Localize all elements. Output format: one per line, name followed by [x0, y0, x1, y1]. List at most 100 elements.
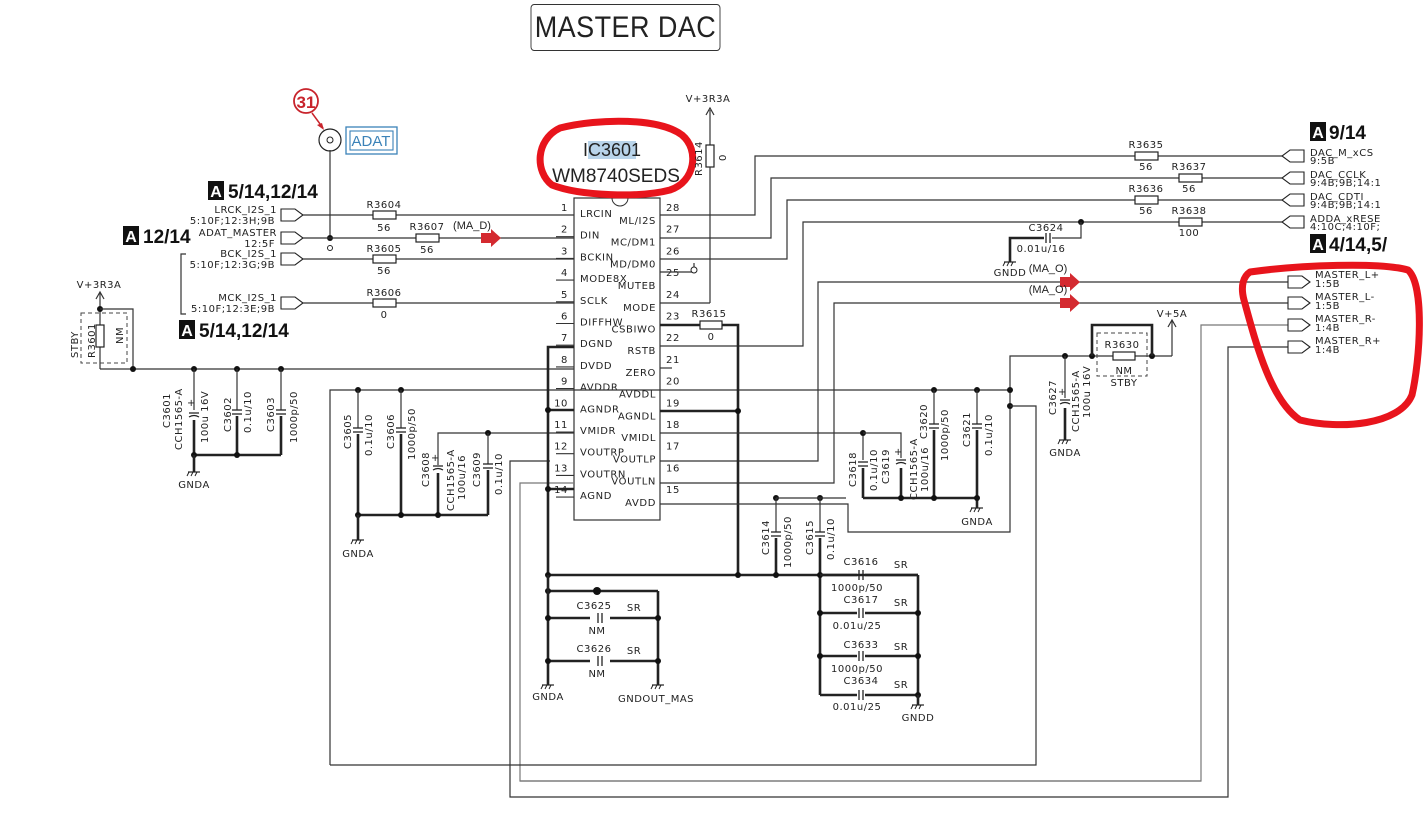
- ic-pin-name: BCKIN: [580, 252, 614, 263]
- svg-text:C3608: C3608: [421, 452, 432, 487]
- svg-text:1000p/50: 1000p/50: [831, 583, 883, 594]
- resistor-r3605[interactable]: R3605 56: [367, 244, 402, 277]
- svg-text:5/14,12/14: 5/14,12/14: [228, 182, 318, 203]
- resistor-r3606[interactable]: R3606 0: [367, 288, 402, 321]
- port-master-l-plus[interactable]: MASTER_L+ 1:5B: [1287, 270, 1380, 290]
- capacitor-c3608[interactable]: + C3608 CCH1565-A 100u/16: [421, 449, 468, 511]
- svg-text:C3603: C3603: [266, 397, 277, 432]
- capacitor-c3626[interactable]: C3626 NM SR: [577, 644, 642, 680]
- svg-text:56: 56: [1139, 206, 1153, 217]
- svg-text:C3627: C3627: [1048, 380, 1059, 415]
- resistor-r3607[interactable]: R3607 56: [410, 222, 445, 256]
- ic-pin-number: 25: [666, 268, 680, 279]
- ic-pin-number: 6: [561, 312, 568, 323]
- port-dac-cclk[interactable]: DAC_CCLK 9:4B;9B;14:1: [1281, 170, 1381, 189]
- ic-pin-name: VOUTRN: [580, 469, 626, 480]
- sheet-ref-left-mid[interactable]: A 12/14: [123, 226, 191, 248]
- signal-tag-ma-o-1: (MA_O): [1029, 263, 1080, 291]
- capacitor-c3603[interactable]: C3603 1000p/50: [266, 391, 300, 443]
- svg-text:+: +: [1058, 387, 1067, 398]
- svg-text:C3605: C3605: [343, 414, 354, 449]
- adat-label-box: [345, 126, 398, 155]
- power-gnda-1: GNDA: [178, 480, 210, 491]
- port-master-l-minus[interactable]: MASTER_L- 1:5B: [1287, 292, 1375, 312]
- sheet-ref-right-mid[interactable]: A 4/14,5/: [1310, 234, 1388, 256]
- ic-pin-number: 5: [561, 290, 568, 301]
- capacitor-c3616[interactable]: C3616 1000p/50 SR: [820, 557, 918, 594]
- port-dac-cdti[interactable]: DAC_CDTI 9:4B;9B;14:1: [1281, 192, 1381, 211]
- capacitor-c3606[interactable]: C3606 1000p/50: [386, 408, 418, 460]
- svg-text:0.1u/10: 0.1u/10: [869, 449, 880, 491]
- ic-pin-name: ZERO: [626, 368, 656, 379]
- resistor-r3638[interactable]: R3638 100: [1172, 206, 1207, 239]
- ic-pin-number: 12: [554, 442, 568, 453]
- capacitor-c3602[interactable]: C3602 0.1u/10: [223, 391, 254, 433]
- svg-text:C3626: C3626: [577, 644, 612, 655]
- svg-text:STBY: STBY: [70, 331, 81, 358]
- sheet-ref-left-top[interactable]: A 5/14,12/14: [208, 181, 318, 203]
- resistor-r3637[interactable]: R3637 56: [1172, 162, 1207, 195]
- port-dac-m-xcs[interactable]: DAC_M_xCS 9:5B: [1281, 148, 1374, 167]
- capacitor-c3614[interactable]: C3614 1000p/50: [761, 516, 794, 568]
- svg-text:12/14: 12/14: [143, 227, 191, 248]
- svg-text:5:10F;12:3H;9B: 5:10F;12:3H;9B: [190, 216, 275, 227]
- port-adat-master[interactable]: ADAT_MASTER 12:5F: [199, 228, 304, 250]
- svg-text:C3616: C3616: [844, 557, 879, 568]
- resistor-r3636[interactable]: R3636 56: [1129, 184, 1164, 217]
- capacitor-c3621[interactable]: C3621 0.1u/10: [962, 412, 995, 456]
- capacitor-c3627[interactable]: + C3627 CCH1565-A 100u 16V: [1048, 366, 1093, 432]
- svg-text:+: +: [431, 453, 440, 464]
- capacitor-c3619[interactable]: + 0.1u/10 C3619 CCH1565-A 100u/16: [869, 438, 931, 500]
- sheet-ref-left-bottom[interactable]: A 5/14,12/14: [179, 320, 289, 342]
- capacitor-c3624[interactable]: C3624 0.01u/16: [1017, 223, 1066, 255]
- capacitor-c3618[interactable]: C3618: [848, 452, 869, 487]
- svg-text:1:4B: 1:4B: [1315, 323, 1340, 334]
- svg-text:BCK_I2S_1: BCK_I2S_1: [220, 249, 277, 260]
- resistor-r3635[interactable]: R3635 56: [1129, 140, 1164, 173]
- capacitor-c3605[interactable]: C3605 0.1u/10: [343, 414, 375, 456]
- power-gndout-mas: GNDOUT_MAS: [618, 694, 694, 705]
- svg-text:A: A: [1312, 125, 1324, 142]
- port-bck[interactable]: BCK_I2S_1 5:10F;12:3G;9B: [190, 249, 304, 271]
- capacitor-c3615[interactable]: C3615 0.1u/10: [805, 518, 837, 560]
- ic-pin-number: 19: [666, 398, 680, 409]
- port-lrck[interactable]: LRCK_I2S_1 5:10F;12:3H;9B: [190, 205, 304, 227]
- port-mck[interactable]: MCK_I2S_1 5:10F;12:3E;9B: [191, 293, 304, 315]
- svg-text:CCH1565-A: CCH1565-A: [909, 438, 920, 500]
- ic-pin-name: VOUTLP: [613, 455, 656, 466]
- port-adda-xreset[interactable]: ADDA_xRESE 4:10C;4:10F;: [1281, 214, 1381, 233]
- svg-text:CCH1565-A: CCH1565-A: [174, 388, 185, 450]
- port-master-r-minus[interactable]: MASTER_R- 1:4B: [1287, 314, 1376, 334]
- svg-text:R3601: R3601: [87, 323, 98, 358]
- port-master-r-plus[interactable]: MASTER_R+ 1:4B: [1287, 336, 1381, 356]
- resistor-r3604[interactable]: R3604 56: [367, 200, 402, 234]
- ic-pin-name: LRCIN: [580, 209, 612, 220]
- capacitor-c3601[interactable]: + C3601 CCH1565-A 100u 16V: [162, 388, 211, 450]
- resistor-r3614[interactable]: R3614 0: [694, 141, 729, 176]
- ic-pin-name: AVDDL: [619, 390, 656, 401]
- capacitor-c3617[interactable]: C3617 0.01u/25 SR: [820, 595, 918, 632]
- svg-text:LRCK_I2S_1: LRCK_I2S_1: [214, 205, 277, 216]
- capacitor-c3609[interactable]: C3609 0.1u/10: [472, 452, 505, 495]
- capacitor-c3633[interactable]: C3633 1000p/50 SR: [820, 640, 918, 675]
- svg-text:0: 0: [708, 332, 715, 343]
- svg-text:0.1u/10: 0.1u/10: [243, 391, 254, 433]
- capacitor-c3620[interactable]: C3620 1000p/50: [919, 404, 951, 461]
- capacitor-c3625[interactable]: C3625 NM SR: [577, 601, 642, 637]
- svg-text:C3624: C3624: [1029, 223, 1064, 234]
- svg-text:C3601: C3601: [162, 393, 173, 428]
- svg-text:56: 56: [377, 266, 391, 277]
- sheet-ref-right-top[interactable]: A 9/14: [1310, 122, 1366, 144]
- resistor-r3630[interactable]: R3630 NM STBY: [1096, 332, 1148, 389]
- svg-text:4:10C;4:10F;: 4:10C;4:10F;: [1310, 222, 1380, 233]
- svg-text:+: +: [894, 447, 903, 458]
- resistor-r3601[interactable]: STBY R3601 NM: [70, 312, 128, 364]
- capacitor-c3634[interactable]: C3634 0.01u/25 SR: [820, 676, 918, 713]
